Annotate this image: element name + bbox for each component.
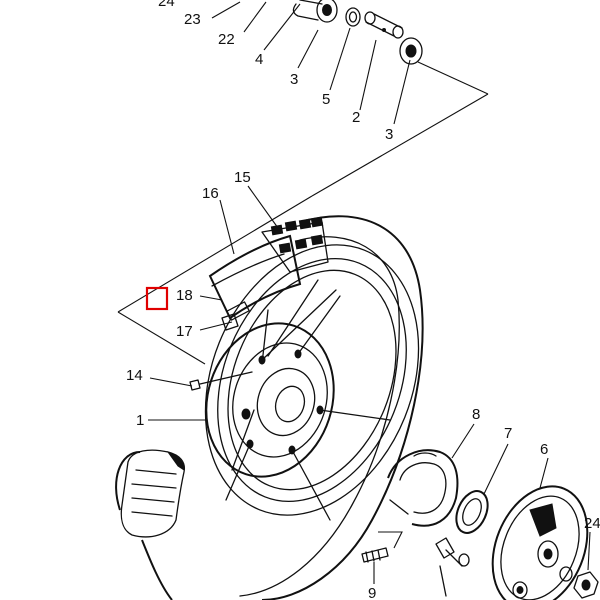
callout-4: 4 [255,51,263,68]
bearing-part-right [399,37,423,65]
bolt-part [361,547,389,584]
callout-24-right: 24 [584,515,600,532]
callout-3-right: 3 [385,126,393,143]
callout-17: 17 [176,323,193,340]
bearing-part-left [316,0,338,23]
spoke-nipple-part [189,371,253,391]
spoke [319,409,391,421]
rim-inner [217,257,407,503]
highlight-box [145,286,169,311]
frame-line-lower [378,531,403,549]
nipple-part [221,313,239,331]
callout-9: 9 [368,585,376,600]
spoke [231,409,255,471]
axle-parts-group [211,0,423,125]
spoke [267,279,319,357]
leader-15 [247,185,279,229]
leader-4 [263,3,301,51]
callout-7: 7 [504,425,512,442]
callout-labels: 24 23 22 4 3 5 2 3 15 16 18 17 14 1 8 7 … [126,0,600,600]
leader-14 [149,377,193,387]
wheel-assembly [115,215,424,600]
spoke [291,449,331,521]
oil-seal-part [345,7,361,27]
spoke [297,295,341,355]
leader-3-right [393,59,411,125]
leader-8 [451,423,475,459]
callout-6: 6 [540,441,548,458]
callout-2: 2 [352,109,360,126]
leader-5 [329,27,351,91]
callout-8: 8 [472,406,480,423]
leader-2 [359,39,377,111]
leader-16 [219,199,235,255]
leader-7 [483,443,509,495]
spacer-part [364,11,404,39]
brake-panel-part [491,457,589,600]
spoke [261,289,337,361]
spoke [261,309,269,365]
wheel-hub [205,322,335,478]
callout-14: 14 [126,367,143,384]
callout-24-top: 24 [158,0,175,10]
leader-24-right [587,531,591,571]
frame-line-right [417,61,489,95]
callout-22: 22 [218,31,235,48]
callout-16: 16 [202,185,219,202]
cam-part [435,537,470,597]
callout-23: 23 [184,11,201,28]
brake-shoe-part [387,423,475,527]
rim-well [227,269,397,491]
tire-outer [115,215,424,600]
leader-17 [199,321,233,331]
leader-18 [199,295,223,301]
rim-outer [204,244,420,516]
callout-5: 5 [322,91,330,108]
leader-23 [211,1,241,19]
leader-3-left [297,29,319,69]
group-frame [117,61,489,549]
axle-nut-part [573,531,599,599]
tire-cross-section [120,449,186,538]
brake-seal-part [455,443,509,534]
frame-line-left [117,195,313,313]
spoke [225,443,251,501]
callout-1: 1 [136,412,144,429]
frame-line-top [311,93,489,197]
inner-tube-part [208,234,302,321]
callout-18: 18 [176,287,193,304]
frame-line-bottom [117,311,206,365]
callout-15: 15 [234,169,251,186]
leader-6 [539,457,549,489]
collar-part [292,0,323,21]
wheel-spokes [225,279,391,521]
leader-22 [243,1,267,33]
callout-3-left: 3 [290,71,298,88]
tire-inner [239,236,400,597]
